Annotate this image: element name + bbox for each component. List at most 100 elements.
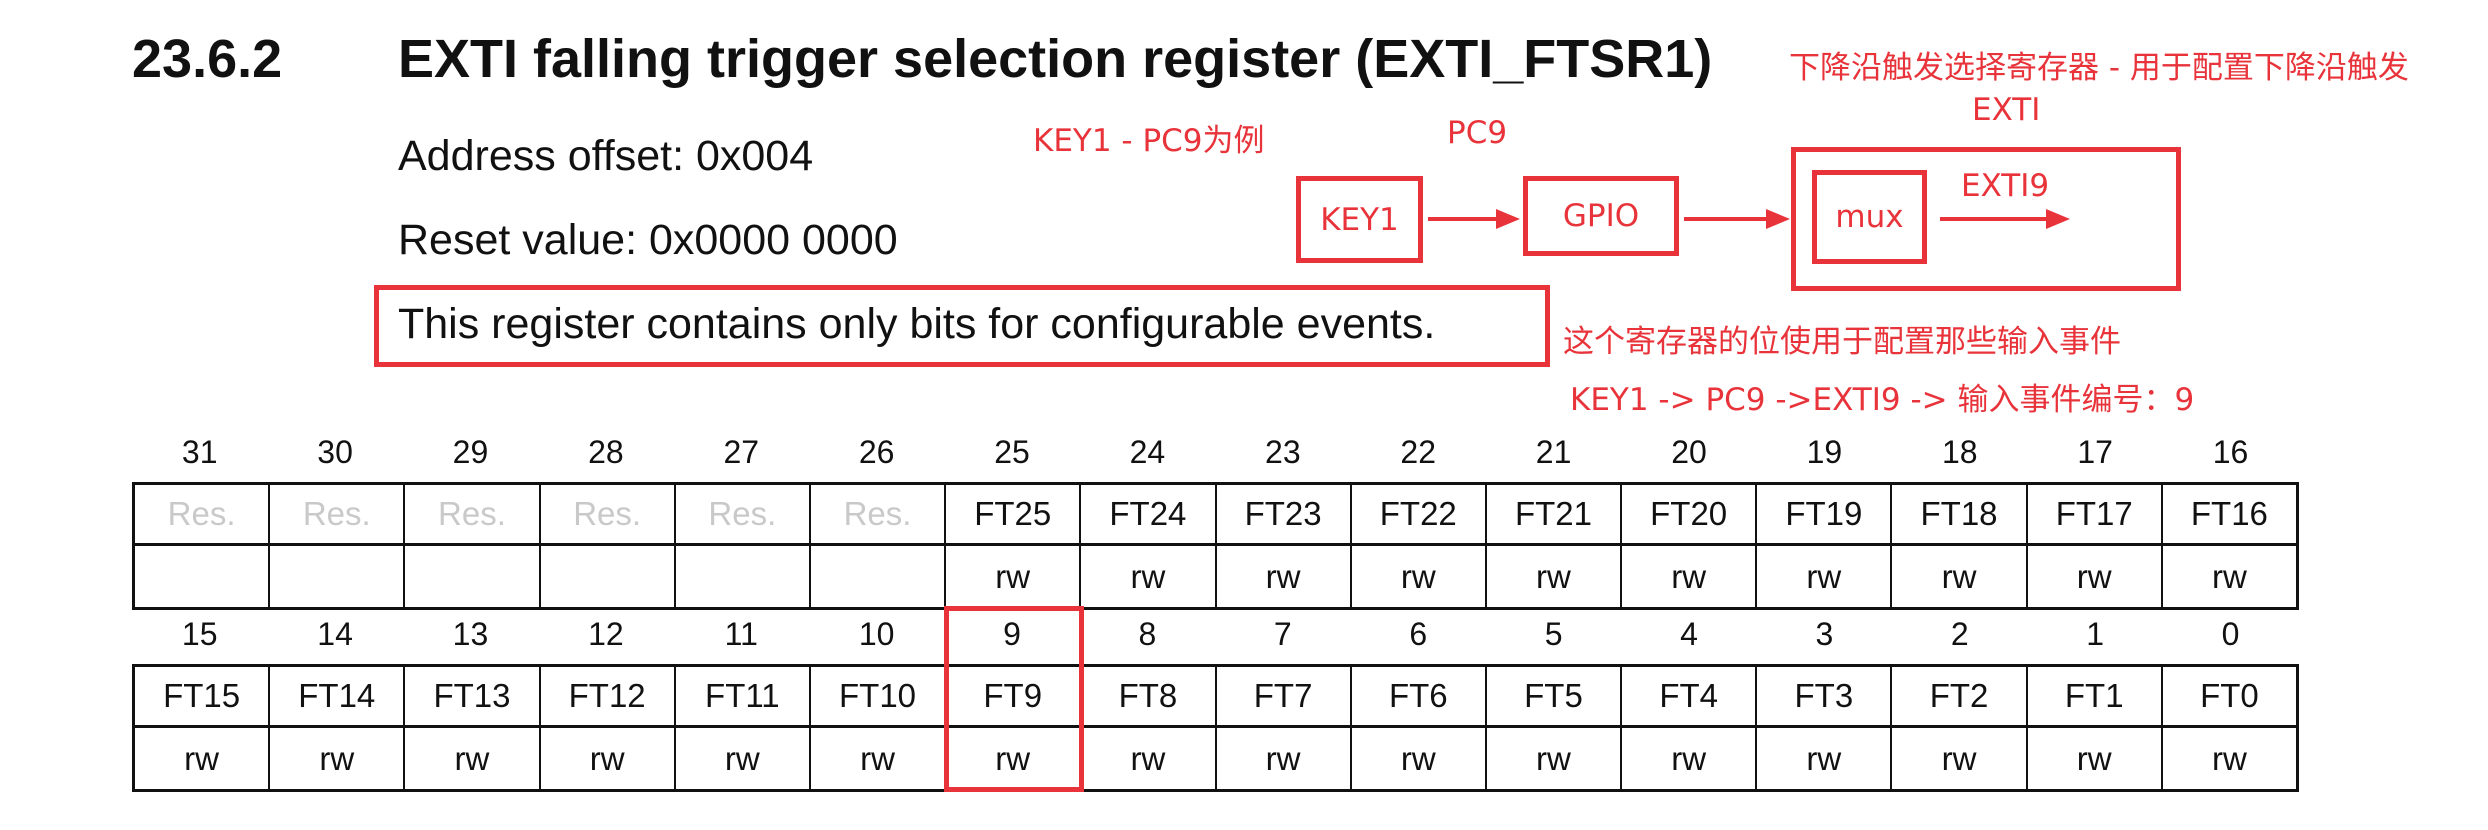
register-field-cell: Res. xyxy=(135,485,271,543)
section-title: EXTI falling trigger selection register … xyxy=(398,29,1713,89)
access-cell xyxy=(811,546,947,607)
register-field-cell: Res. xyxy=(270,485,406,543)
mux-box: mux xyxy=(1812,170,1927,264)
bit-number: 9 xyxy=(1003,616,1021,652)
access-cell: rw xyxy=(1892,546,2028,607)
title-annotation-line1: 下降沿触发选择寄存器 - 用于配置下降沿触发 xyxy=(1789,50,2409,86)
access-cell: rw xyxy=(1217,728,1352,789)
access-cell: rw xyxy=(676,728,811,789)
register-field-cell: FT12 xyxy=(541,667,676,725)
access-cell xyxy=(270,546,406,607)
bit-number: 24 xyxy=(1129,434,1166,470)
bit-number: 19 xyxy=(1806,434,1843,470)
register-field-cell: FT13 xyxy=(405,667,541,725)
access-cell xyxy=(676,546,811,607)
bit-number: 0 xyxy=(2221,616,2240,652)
arrow-key1-to-gpio xyxy=(1428,209,1520,229)
access-cell: rw xyxy=(135,728,271,789)
bit-number: 23 xyxy=(1265,434,1301,470)
exti-outer-box xyxy=(1791,147,2181,291)
bit-number: 29 xyxy=(452,434,489,470)
register-field-cell: FT3 xyxy=(1757,667,1893,725)
register-field-cell: Res. xyxy=(676,485,811,543)
description-annotation: 这个寄存器的位使用于配置那些输入事件 xyxy=(1563,324,2121,360)
register-field-cell: FT0 xyxy=(2200,677,2259,714)
register-field-cell: FT14 xyxy=(270,667,406,725)
bit-number: 16 xyxy=(2212,434,2249,470)
bit-number: 8 xyxy=(1138,616,1157,652)
register-field-cell: FT23 xyxy=(1217,485,1352,543)
bit-number: 17 xyxy=(2077,434,2113,470)
bit-number: 26 xyxy=(858,434,895,470)
bit-number: 11 xyxy=(724,616,758,652)
bit-number: 21 xyxy=(1535,434,1572,470)
access-cell: rw xyxy=(1487,546,1623,607)
access-cell xyxy=(405,546,541,607)
gpio-label: GPIO xyxy=(1562,198,1640,234)
access-cell: rw xyxy=(1622,546,1758,607)
access-cell: rw xyxy=(1217,546,1352,607)
access-cell: rw xyxy=(2028,546,2163,607)
register-field-cell: FT1 xyxy=(2028,667,2163,725)
bit-number: 22 xyxy=(1400,434,1436,470)
access-cell: rw xyxy=(1352,546,1487,607)
bit-number: 6 xyxy=(1409,616,1428,652)
register-field-cell: FT2 xyxy=(1892,667,2028,725)
bit-number: 1 xyxy=(2086,616,2105,652)
access-cell: rw xyxy=(2211,557,2247,595)
mapping-annotation: KEY1 -> PC9 ->EXTI9 -> 输入事件编号：9 xyxy=(1570,382,2195,418)
register-field-cell: FT21 xyxy=(1487,485,1623,543)
access-cell: rw xyxy=(270,728,406,789)
access-cell xyxy=(541,546,676,607)
bit-number: 2 xyxy=(1950,616,1969,652)
register-field-cell: FT10 xyxy=(811,667,947,725)
access-cell: rw xyxy=(811,728,947,789)
arrow-mux-to-exti9 xyxy=(1940,209,2070,229)
bit-number: 7 xyxy=(1273,616,1292,652)
register-description: This register contains only bits for con… xyxy=(398,300,1436,348)
access-cell: rw xyxy=(1622,728,1758,789)
bit-number: 27 xyxy=(723,434,760,470)
register-field-cell: FT5 xyxy=(1487,667,1623,725)
key1-box: KEY1 xyxy=(1296,176,1423,263)
address-offset: Address offset: 0x004 xyxy=(398,132,814,180)
bit-number: 31 xyxy=(181,434,218,470)
bit-number: 13 xyxy=(452,616,489,652)
key1-label: KEY1 xyxy=(1320,201,1399,238)
access-cell xyxy=(135,546,271,607)
exti9-label: EXTI9 xyxy=(1961,168,2050,204)
access-cell: rw xyxy=(1757,728,1893,789)
example-annotation: KEY1 - PC9为例 xyxy=(1033,123,1265,159)
bit-number: 25 xyxy=(994,434,1030,470)
register-field-cell: FT11 xyxy=(676,667,811,725)
bit-number: 30 xyxy=(317,434,353,470)
register-field-cell: FT22 xyxy=(1352,485,1487,543)
pc9-label: PC9 xyxy=(1447,115,1508,151)
bit-number: 4 xyxy=(1680,616,1698,652)
bit9-highlight-box xyxy=(944,606,1084,792)
bit-number: 20 xyxy=(1671,434,1707,470)
register-field-cell: Res. xyxy=(541,485,676,543)
register-field-cell: FT25 xyxy=(946,485,1082,543)
access-cell: rw xyxy=(1081,728,1217,789)
register-field-cell: FT20 xyxy=(1622,485,1758,543)
title-annotation-line2: EXTI xyxy=(1972,92,2041,128)
access-cell: rw xyxy=(2028,728,2163,789)
gpio-box: GPIO xyxy=(1523,176,1679,256)
access-cell: rw xyxy=(2211,739,2247,777)
description-highlight-box xyxy=(374,285,1550,367)
mux-label: mux xyxy=(1835,199,1904,235)
register-field-cell: FT6 xyxy=(1352,667,1487,725)
arrow-gpio-to-mux xyxy=(1684,209,1790,229)
section-number: 23.6.2 xyxy=(132,29,283,89)
register-field-cell: FT4 xyxy=(1622,667,1758,725)
access-cell: rw xyxy=(405,728,541,789)
